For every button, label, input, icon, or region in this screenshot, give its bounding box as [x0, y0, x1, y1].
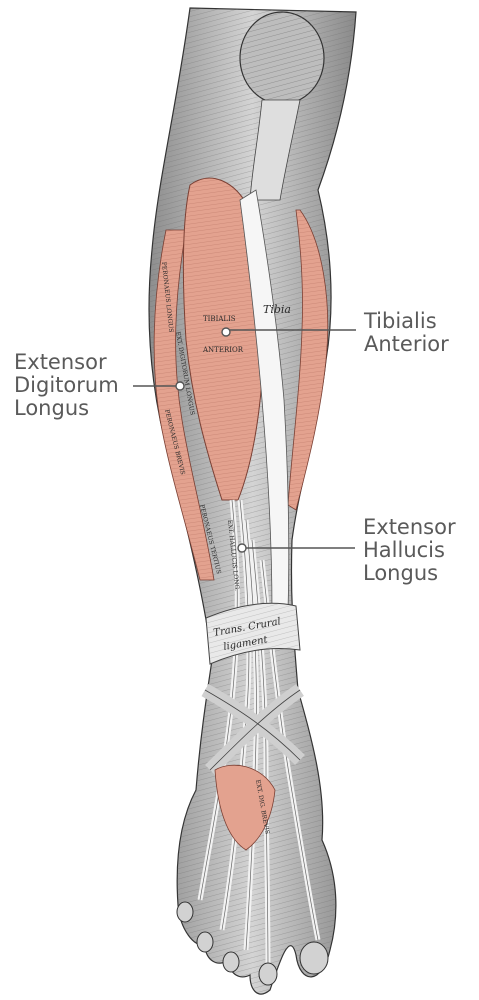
ext-digitorum-brevis-muscle	[214, 764, 276, 851]
label-extensor-digitorum-longus: Extensor Digitorum Longus	[14, 351, 119, 420]
label-extensor-hallucis-longus: Extensor Hallucis Longus	[363, 516, 456, 585]
label-line: Extensor	[14, 350, 107, 374]
label-line: Anterior	[364, 332, 449, 356]
extensor-digitorum-dot	[175, 381, 185, 391]
label-line: Tibialis	[364, 309, 437, 333]
label-line: Longus	[14, 396, 90, 420]
label-line: Digitorum	[14, 373, 119, 397]
engraving-tibia: Tibia	[263, 303, 291, 316]
toes	[176, 901, 329, 986]
engraving-tibialis: TIBIALIS	[203, 315, 236, 323]
label-line: Hallucis	[363, 538, 445, 562]
callout-lines	[133, 327, 356, 553]
label-tibialis-anterior: Tibialis Anterior	[364, 310, 449, 356]
tibialis-anterior-dot	[221, 327, 231, 337]
patellar-ligament	[249, 99, 301, 201]
extensor-hallucis-dot	[237, 543, 247, 553]
patella-shade	[240, 12, 324, 104]
engraving-anterior: ANTERIOR	[202, 346, 244, 354]
label-line: Extensor	[363, 515, 456, 539]
label-line: Longus	[363, 561, 439, 585]
